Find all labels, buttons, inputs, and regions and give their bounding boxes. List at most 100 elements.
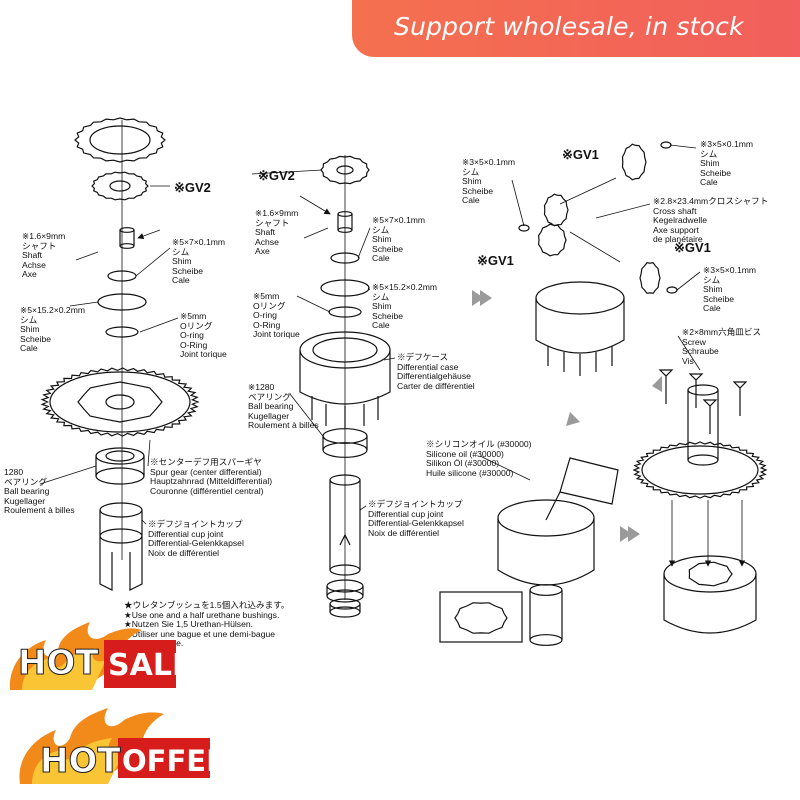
cup-joint-center [329,480,361,570]
gasket-ring-left [74,117,166,163]
label-shim-5x7: ※5×7×0.1mm シム Shim Scheibe Cale [172,237,226,286]
label-cup-joint: ※デフジョイントカップ Differential cup joint Diffe… [148,519,244,558]
bevel-gear-gv1-right [639,262,661,294]
label-spur-gear: ※センターデフ用スパーギヤ Spur gear (center differen… [150,457,273,496]
flow-arrow-3 [652,376,662,392]
arrow-pin-center [299,195,331,215]
cross-section-gear [454,602,508,634]
bevel-gear-gv1-left [537,223,567,257]
diff-case-right-rim [535,281,625,315]
pin-holder-left [119,230,135,246]
leader-spur-gear-left [147,439,151,467]
label-o-ring: ※5mm Oリング O-ring O-Ring Joint torique [180,311,227,360]
flow-arrow-1 [472,290,492,306]
cup-joint-left-top [99,502,143,518]
leader-cup-left [141,519,147,525]
label-screw: ※2×8mm六角皿ビス Screw Schraube Vis [682,327,762,366]
hot-label: HOT [18,643,100,684]
bushing-center-2-bottom [329,606,361,618]
oil-case-stem-top [529,584,563,596]
flame-icon [22,648,106,690]
spur-gear-right [632,441,768,499]
pin-holder-left-top [119,227,135,233]
part-code-gv1-right: ※GV1 [674,240,711,255]
flow-arrow-4 [566,412,580,426]
leader-o-ring-center [296,295,331,313]
gasket-inner-left [89,125,151,155]
shim-gv1-top [660,141,672,149]
cup-joint-left [99,510,143,536]
cup-joint-left-bottom [99,528,143,544]
spur-gear-left [40,367,200,437]
sale-badge-bg [104,640,176,688]
shaft-pin-left [75,251,99,261]
label-shim-5x15-center: ※5×15.2×0.2mm シム Shim Scheibe Cale [372,282,438,331]
oil-case-rim [497,499,595,537]
cross-shaft-upper [559,177,617,205]
promo-banner [352,0,800,57]
cup-joint-fingers-left [99,536,143,591]
hot-badges [9,622,210,784]
leader-cup-center [359,505,367,511]
leader-shim-5x15-left [69,301,99,307]
bevel-gear-gv1-top [621,143,647,181]
leader-o-ring-left [139,317,179,333]
bearing-left [95,456,145,476]
label-cup-joint-center: ※デフジョイントカップ Differential cup joint Diffe… [368,499,464,538]
offer-label: OFFER [122,744,229,778]
diff-case-final-rim [663,555,757,593]
oil-case-stem-bottom [529,634,563,646]
arrow-pin-left [137,229,161,240]
screw-3 [702,399,718,434]
bearing-left-top [95,447,145,465]
offer-badge-bg [118,738,210,778]
shaft-pin-center [303,227,329,239]
bevel-gear-left-top [543,193,569,227]
label-shim-5x15: ※5×15.2×0.2mm シム Shim Scheibe Cale [20,305,86,354]
label-diff-case: ※デフケース Differential case Differentialgeh… [397,352,475,391]
spur-gear-right-inner [641,445,759,495]
hot-label-2: HOT [40,741,122,782]
flame-icon [32,738,124,784]
spur-gear-center-left [105,394,135,410]
screw-2 [688,373,704,408]
label-shim-3x5-right: ※3×5×0.1mm シム Shim Scheibe Cale [703,265,757,314]
oil-bottle [559,457,619,505]
cross-section-box [439,591,523,643]
leader-bearing-left [39,465,97,485]
bearing-left-bottom [95,467,145,485]
spur-gear-hub-left [77,381,163,423]
oil-stream [545,491,561,521]
bevel-gear-hub-left [109,180,131,192]
oil-case-stem [529,590,563,640]
leader-silicone-oil [479,455,531,481]
label-shim-3x5-left: ※3×5×0.1mm シム Shim Scheibe Cale [462,157,516,206]
pin-holder-left-bottom [119,243,135,249]
diff-case-final-gears [688,561,733,587]
leader-shim-left-top [511,179,525,227]
leader-shim-right [676,271,701,291]
flow-arrow-2 [620,526,640,542]
leader-shim-5x15-center [367,287,371,291]
promo-banner-text: Support wholesale, in stock [394,12,744,41]
diff-case-final-walls [663,574,757,634]
cup-joint-right-bottom [687,454,719,466]
diff-case-right-ribs [547,346,613,376]
part-code-gv1-top: ※GV1 [562,147,599,162]
bevel-gear-gv2-left [91,171,149,201]
bearing-center [322,436,368,450]
label-silicone-oil: ※シリコンオイル (#30000) Silicone oil (#30000) … [426,439,532,478]
cup-joint-right-top [687,384,719,396]
leader-cross-shaft [595,203,651,219]
pin-holder-center [337,214,353,230]
diff-case-right-walls [535,298,625,354]
screw-4 [732,381,748,416]
label-ball-bearing: 1280 ベアリング Ball bearing Kugellager Roule… [4,467,75,516]
leader-bearing-center [289,393,327,441]
label-shim-3x5-top: ※3×5×0.1mm シム Shim Scheibe Cale [700,139,754,188]
cross-shaft-lower [569,231,621,263]
leader-diff-case [383,357,396,361]
label-shaft: ※1.6×9mm シャフト Shaft Achse Axe [22,231,66,280]
